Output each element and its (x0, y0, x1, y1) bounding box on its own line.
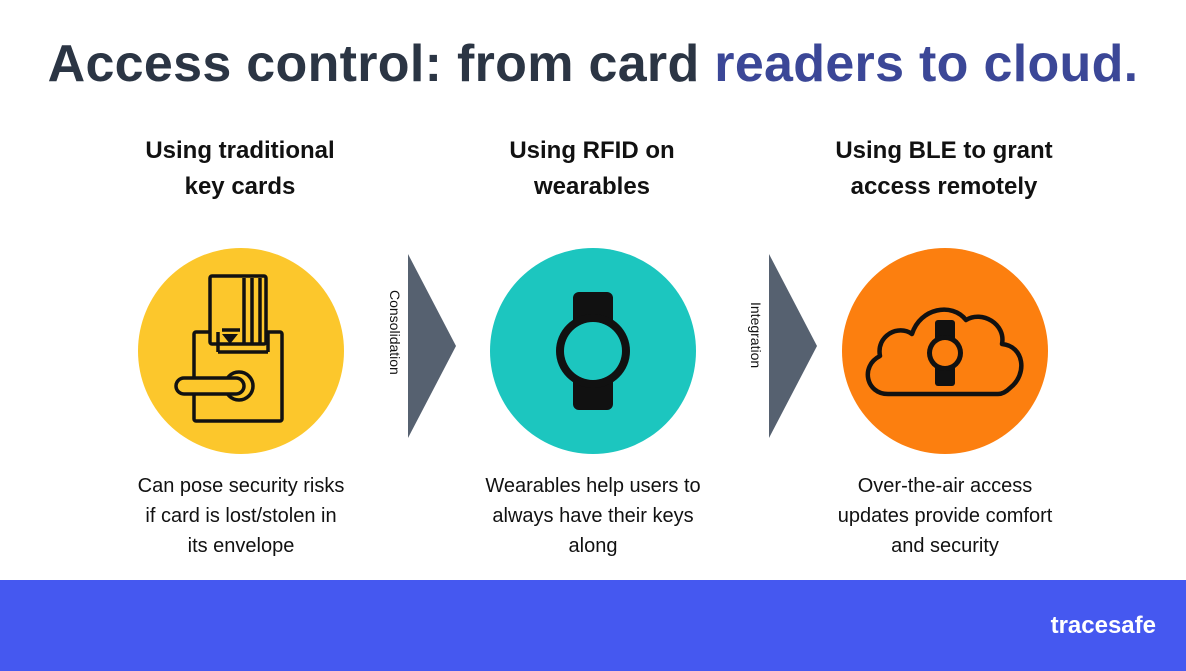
step-3-description: Over-the-air access updates provide comf… (820, 471, 1070, 561)
title-part-2: readers to cloud. (714, 35, 1139, 93)
arrow-2 (769, 254, 817, 438)
step-3-desc-line-3: and security (891, 535, 999, 557)
smartwatch-icon (556, 292, 630, 410)
step-1-description: Can pose security risks if card is lost/… (116, 471, 366, 561)
step-3-desc-line-2: updates provide comfort (837, 505, 1053, 527)
step-2-heading-line-2: wearables (533, 173, 651, 200)
step-3-desc-line-1: Over-the-air access (857, 475, 1033, 497)
arrow-1 (408, 254, 456, 438)
arrow-1-label: Consolidation (387, 290, 403, 375)
step-2-desc-line-2: always have their keys (492, 505, 694, 527)
step-1-desc-line-3: its envelope (187, 535, 295, 557)
step-1-circle (138, 248, 344, 454)
arrow-2-label: Integration (748, 302, 764, 369)
step-3-circle (842, 248, 1048, 454)
step-1-heading: Using traditional key cards (110, 133, 370, 205)
step-3-heading: Using BLE to grant access remotely (814, 133, 1074, 205)
step-1-heading-line-1: Using traditional (145, 137, 335, 164)
step-2-desc-line-3: along (568, 535, 618, 557)
step-2-heading: Using RFID on wearables (462, 133, 722, 205)
footer-bar: tracesafe (0, 580, 1186, 671)
step-2-circle (490, 248, 696, 454)
step-1-heading-line-2: key cards (184, 173, 296, 200)
brand-logo: tracesafe (1050, 612, 1156, 639)
card-reader-lock-icon (174, 274, 284, 423)
title-part-1: Access control: from card (47, 35, 715, 93)
step-2-description: Wearables help users to always have thei… (468, 471, 718, 561)
step-3-heading-line-1: Using BLE to grant (835, 137, 1053, 164)
step-2-heading-line-1: Using RFID on (509, 137, 675, 164)
step-3-heading-line-2: access remotely (850, 173, 1038, 200)
step-1-desc-line-2: if card is lost/stolen in (145, 505, 337, 527)
page-title: Access control: from card readers to clo… (0, 34, 1186, 94)
cloud-watch-icon (865, 307, 1024, 397)
step-2-desc-line-1: Wearables help users to (485, 475, 701, 497)
step-1-desc-line-1: Can pose security risks (137, 475, 345, 497)
